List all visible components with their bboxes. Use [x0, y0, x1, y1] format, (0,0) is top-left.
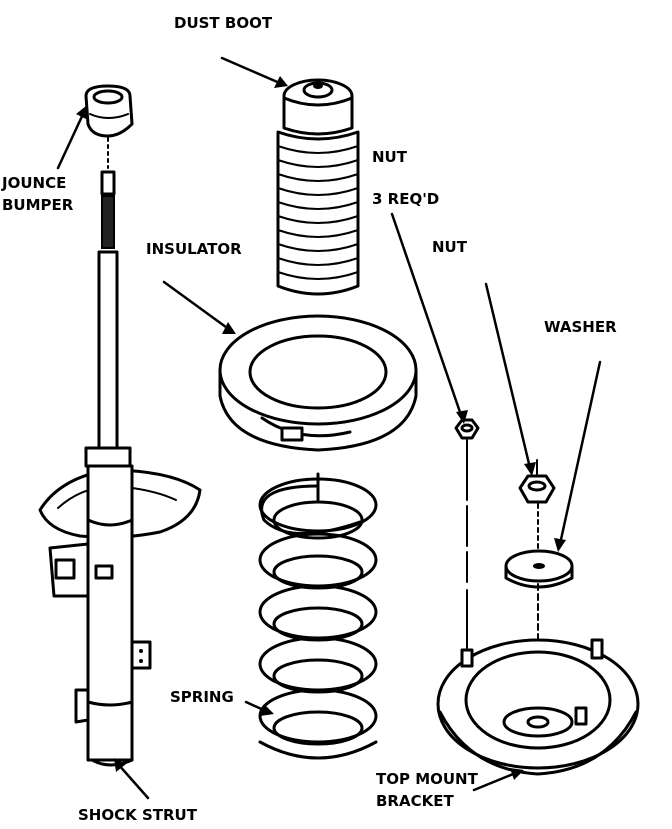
label-jounce-bumper-2: BUMPER	[2, 196, 74, 214]
label-nut-right: NUT	[432, 238, 468, 256]
dust-boot	[276, 78, 360, 296]
label-jounce-bumper-1: JOUNCE	[1, 174, 66, 192]
label-dust-boot: DUST BOOT	[174, 14, 273, 32]
coil-spring	[258, 472, 378, 760]
shock-strut	[38, 170, 202, 767]
insulator	[218, 314, 418, 452]
label-spring: SPRING	[170, 688, 234, 706]
label-top-mount-2: BRACKET	[376, 792, 454, 810]
label-top-mount-1: TOP MOUNT	[376, 770, 479, 788]
label-insulator: INSULATOR	[146, 240, 242, 258]
label-washer: WASHER	[544, 318, 617, 336]
label-shock-strut: SHOCK STRUT	[78, 806, 198, 824]
label-nut-req: 3 REQ'D	[372, 190, 439, 208]
top-mount-bracket	[436, 638, 640, 776]
nut-large	[518, 459, 556, 504]
jounce-bumper	[84, 84, 134, 169]
leader-lines	[56, 56, 602, 800]
washer	[504, 503, 574, 701]
label-nut-top: NUT	[372, 148, 408, 166]
nut-small	[454, 418, 480, 649]
